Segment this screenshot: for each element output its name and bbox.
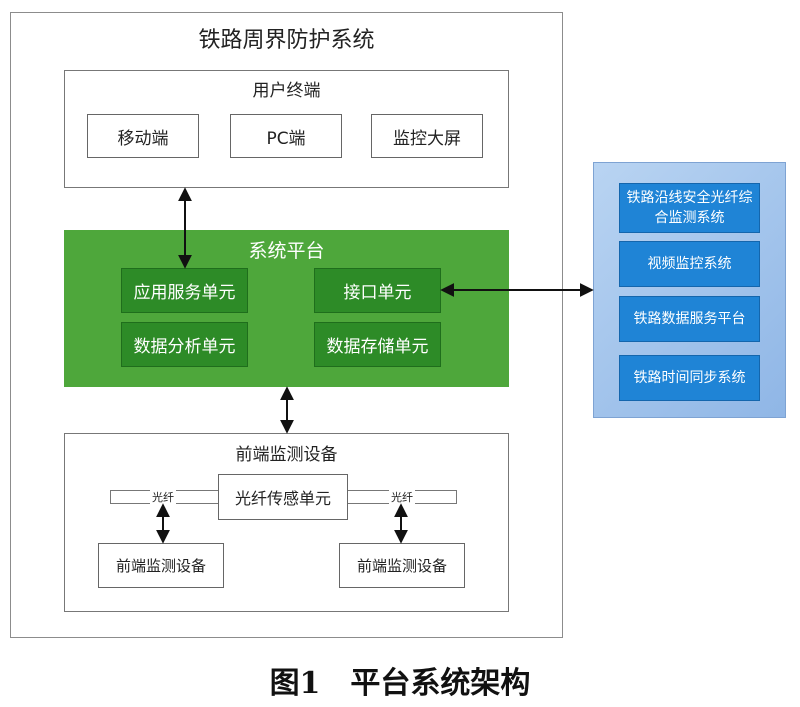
railway-time-sync-system: 铁路时间同步系统	[619, 355, 760, 401]
frontend-device-right: 前端监测设备	[339, 543, 465, 588]
video-surveillance-system: 视频监控系统	[619, 241, 760, 287]
railway-data-service-platform: 铁路数据服务平台	[619, 296, 760, 342]
frontend-device-left: 前端监测设备	[98, 543, 224, 588]
fiber-label-right: 光纤	[389, 489, 415, 505]
system-title: 铁路周界防护系统	[198, 28, 375, 53]
mobile-terminal: 移动端	[87, 114, 199, 158]
figure-caption: 图1 平台系统架构	[269, 666, 531, 701]
frontend-title: 前端监测设备	[235, 445, 338, 465]
monitor-screen-terminal: 监控大屏	[371, 114, 483, 158]
app-service-unit: 应用服务单元	[121, 268, 248, 313]
data-analysis-unit: 数据分析单元	[121, 322, 248, 367]
fiber-label-left: 光纤	[150, 489, 176, 505]
user-terminal-title: 用户终端	[252, 81, 321, 101]
fiber-sensing-unit: 光纤传感单元	[218, 474, 348, 520]
data-storage-unit: 数据存储单元	[314, 322, 441, 367]
platform-title: 系统平台	[248, 240, 325, 262]
fiber-monitoring-system: 铁路沿线安全光纤综合监测系统	[619, 183, 760, 233]
interface-unit: 接口单元	[314, 268, 441, 313]
pc-terminal: PC端	[230, 114, 342, 158]
